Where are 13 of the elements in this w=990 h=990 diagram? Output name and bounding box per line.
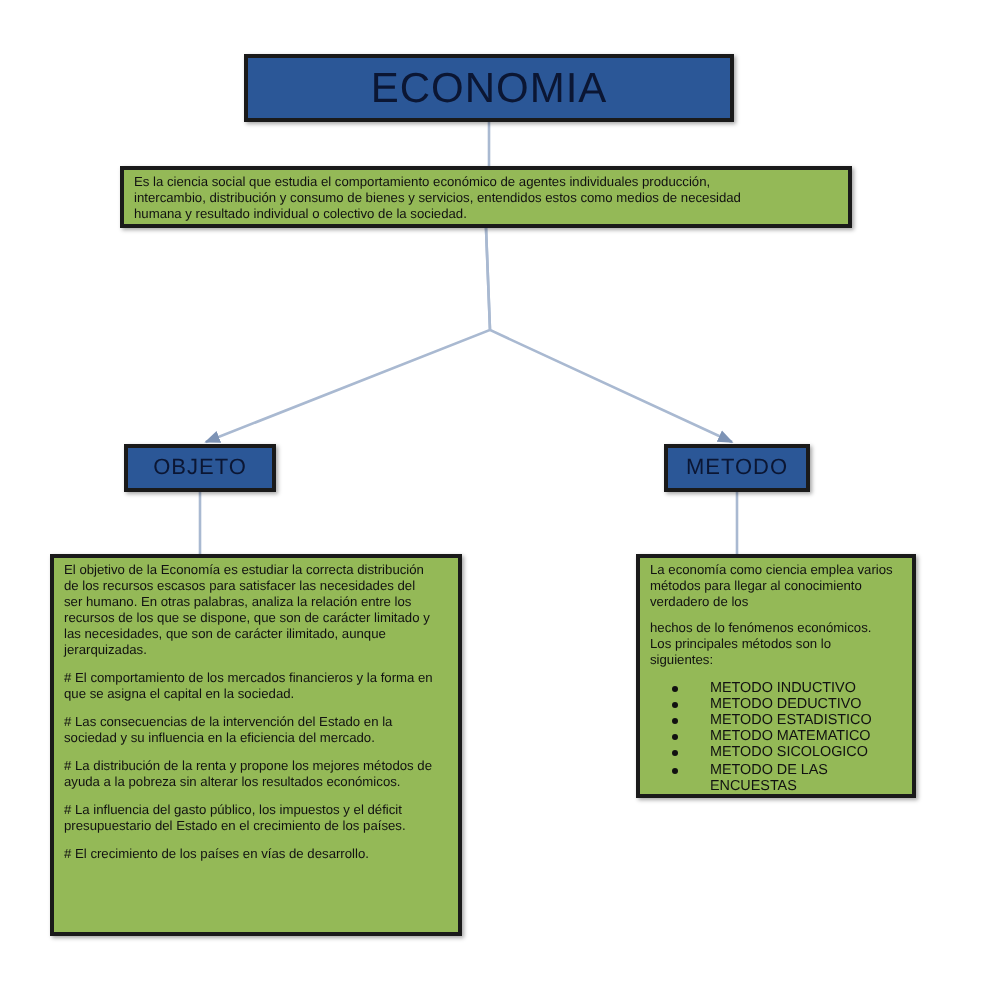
- connector-line: [735, 492, 739, 554]
- text-box: [636, 554, 916, 798]
- connector-line: [198, 492, 202, 554]
- text-box: [50, 554, 462, 936]
- title-box: [244, 54, 734, 122]
- text-box: [120, 166, 852, 228]
- arrow: [484, 227, 734, 444]
- connector-line: [487, 122, 491, 166]
- title-box: [124, 444, 276, 492]
- title-box: [664, 444, 810, 492]
- heading: METODO: [685, 457, 789, 479]
- heading: ECONOMIA: [370, 67, 608, 109]
- heading: OBJETO: [153, 457, 247, 479]
